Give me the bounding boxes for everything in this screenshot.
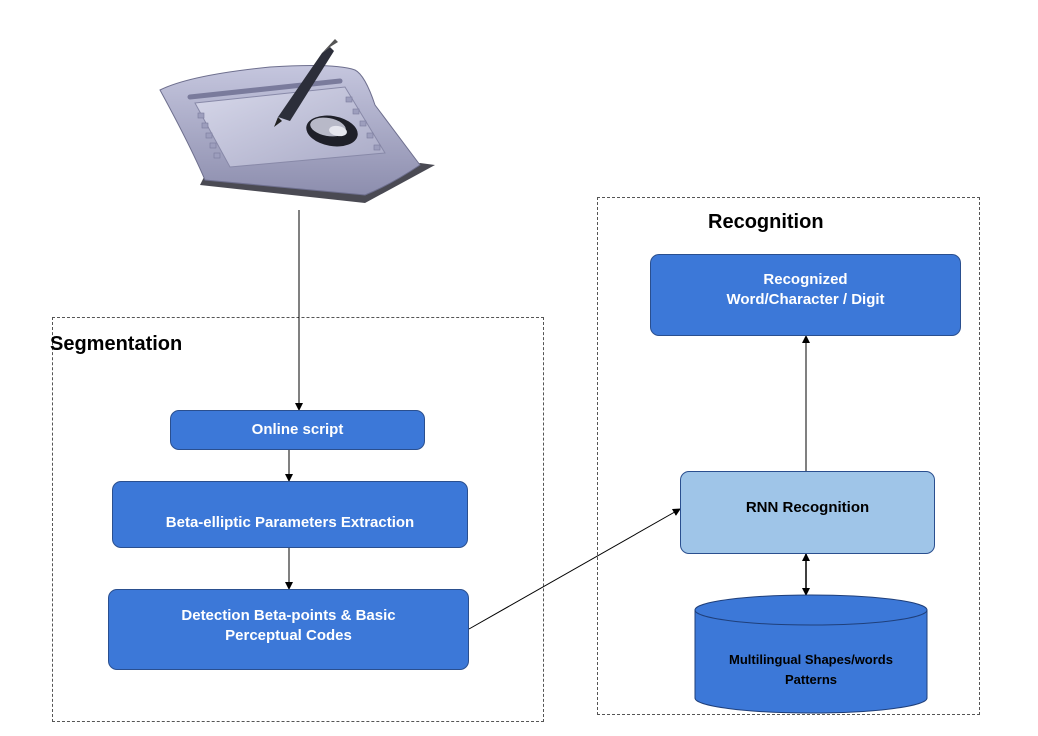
detection-node: Detection Beta-points & Basic Perceptual… bbox=[108, 589, 469, 670]
recognized-label: Recognized Word/Character / Digit bbox=[726, 271, 885, 308]
database-cylinder-icon bbox=[694, 594, 928, 714]
beta-elliptic-label: Beta-elliptic Parameters Extraction bbox=[165, 513, 415, 531]
beta-elliptic-node: Beta-elliptic Parameters Extraction bbox=[112, 481, 468, 548]
segmentation-title: Segmentation bbox=[50, 333, 183, 355]
arrow-detection-to-rnn bbox=[468, 508, 681, 630]
segmentation-group bbox=[52, 317, 544, 722]
recognition-group bbox=[597, 197, 980, 715]
graphics-tablet-icon bbox=[159, 39, 435, 203]
database-label: Multilingual Shapes/words Patterns bbox=[729, 652, 893, 687]
rnn-recognition-node: RNN Recognition bbox=[680, 471, 935, 554]
online-script-node: Online script bbox=[170, 410, 425, 450]
recognition-title: Recognition bbox=[708, 211, 824, 233]
recognized-node: Recognized Word/Character / Digit bbox=[650, 254, 961, 336]
rnn-recognition-label: RNN Recognition bbox=[745, 498, 870, 516]
detection-label: Detection Beta-points & Basic Perceptual… bbox=[181, 606, 396, 644]
online-script-label: Online script bbox=[251, 421, 344, 438]
